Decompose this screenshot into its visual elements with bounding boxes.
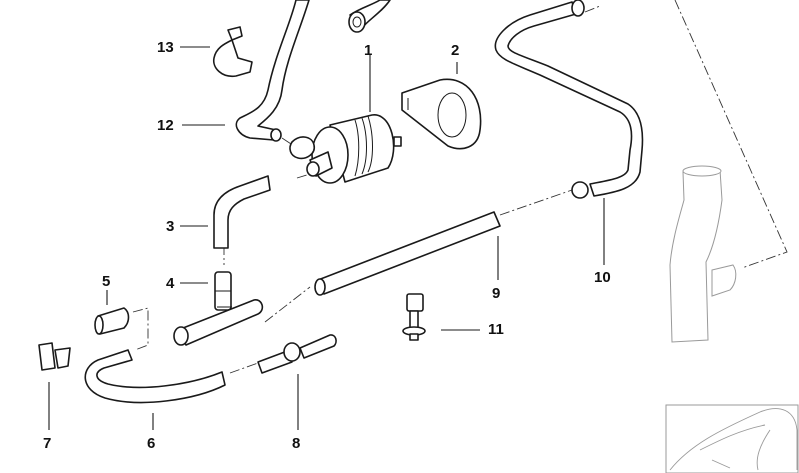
callout-10[interactable]: 10: [594, 269, 611, 286]
callout-11[interactable]: 11: [488, 321, 504, 338]
pump-inlet-elbow: [348, 0, 391, 33]
callout-6[interactable]: 6: [147, 435, 156, 452]
part-5-sleeve: [94, 307, 130, 335]
reference-pipe-ghost: [669, 165, 737, 343]
part-12-hose: [235, 0, 310, 142]
reference-line: [264, 286, 311, 323]
part-10-hose: [494, 0, 644, 199]
part-1-washer-pump: [289, 114, 402, 184]
part-11-rivet: [402, 293, 426, 341]
reference-line: [584, 5, 601, 13]
part-2-bracket: [401, 78, 482, 150]
callout-12[interactable]: 12: [157, 117, 174, 134]
callout-3[interactable]: 3: [166, 218, 175, 235]
part-3-elbow-hose: [213, 175, 271, 249]
reference-line: [674, 0, 788, 269]
callout-13[interactable]: 13: [157, 39, 174, 56]
callout-4[interactable]: 4: [166, 275, 175, 292]
callout-1[interactable]: 1: [364, 42, 373, 59]
part-7-clip: [38, 342, 71, 371]
reference-line: [296, 173, 311, 179]
reference-line: [281, 137, 295, 147]
reference-line: [229, 362, 259, 374]
callout-5[interactable]: 5: [102, 273, 111, 290]
callout-7[interactable]: 7: [43, 435, 52, 452]
part-4-t-connector: [173, 271, 264, 346]
part-8-check-valve: [257, 334, 337, 374]
vehicle-thumbnail: [665, 404, 799, 473]
part-6-u-hose: [84, 349, 226, 404]
callout-2[interactable]: 2: [451, 42, 460, 59]
callout-8[interactable]: 8: [292, 435, 301, 452]
reference-line: [499, 189, 573, 216]
callout-9[interactable]: 9: [492, 285, 501, 302]
reference-line: [132, 307, 149, 351]
part-13-clamp: [212, 26, 253, 78]
part-9-hose: [314, 211, 501, 296]
